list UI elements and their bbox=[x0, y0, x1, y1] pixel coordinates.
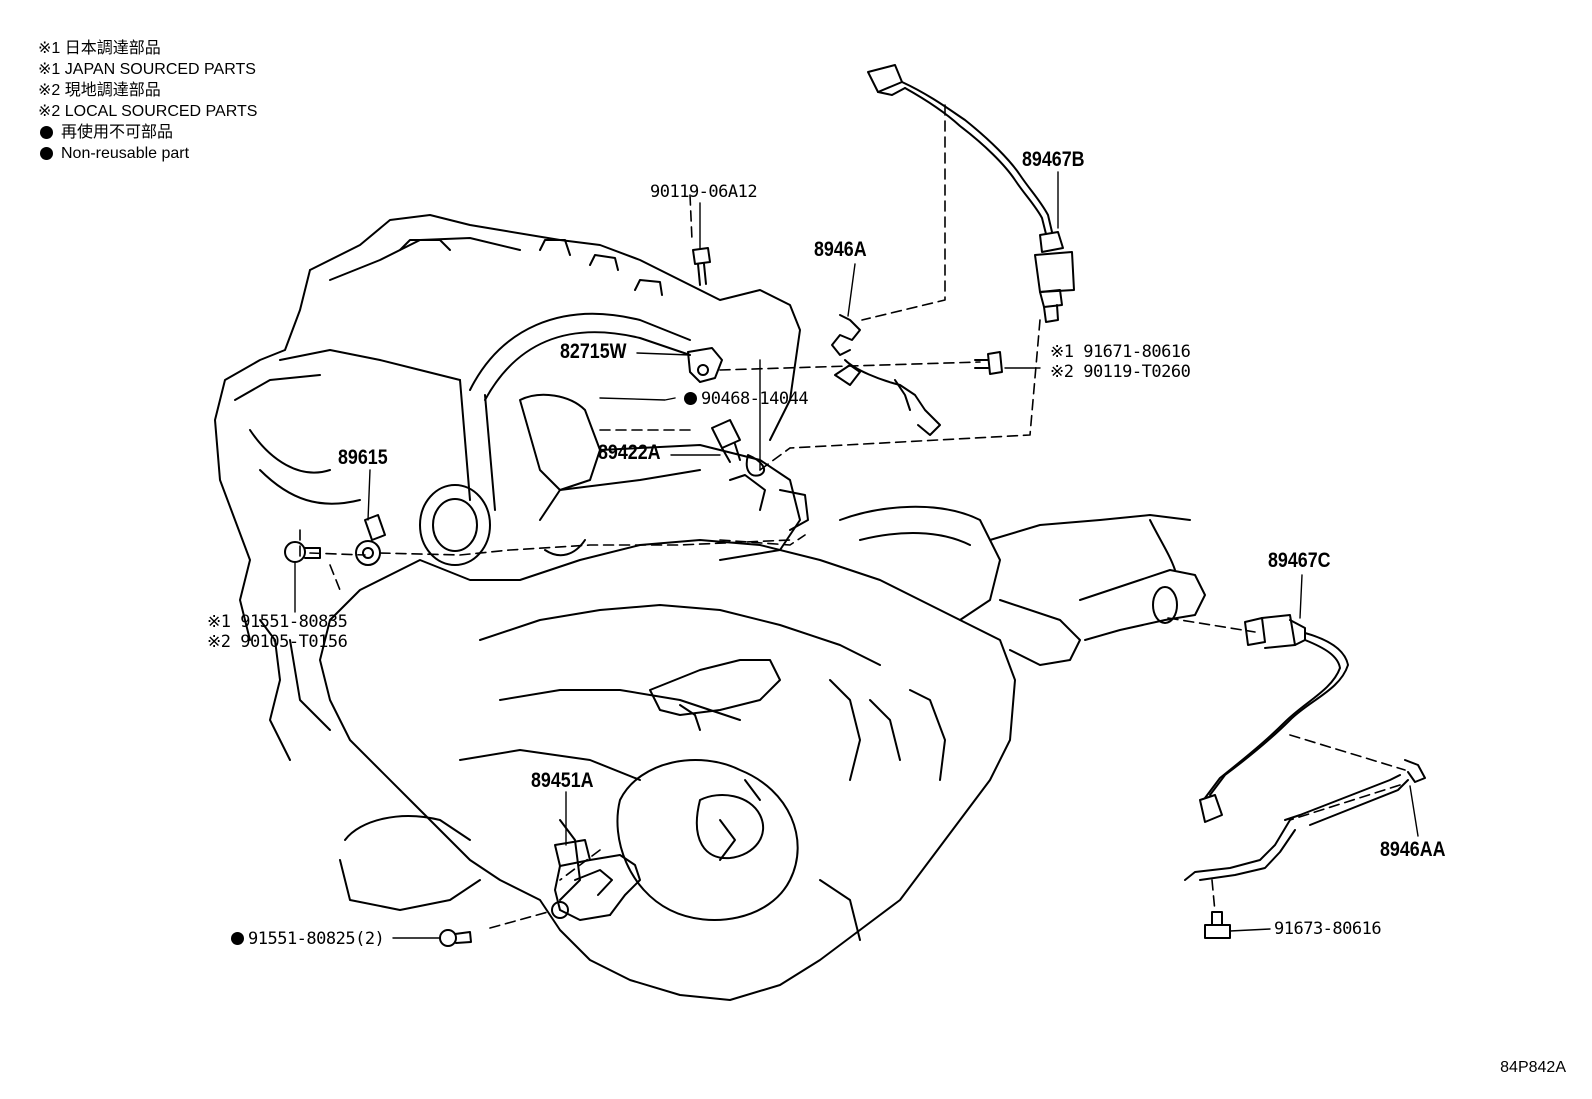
bolt-91551-80825-drawing bbox=[439, 929, 472, 947]
legend-text: JAPAN SOURCED PARTS bbox=[64, 61, 256, 78]
part-label-90468-14044[interactable]: 90468-14044 bbox=[684, 389, 809, 409]
part-label-89615[interactable]: 89615 bbox=[338, 446, 388, 469]
switch-89451A-drawing bbox=[551, 839, 641, 921]
part-label-90119-T0260[interactable]: ※2 90119-T0260 bbox=[1050, 362, 1191, 382]
legend-item: ※2 LOCAL SOURCED PARTS bbox=[38, 101, 257, 122]
part-label-90119-06A12[interactable]: 90119-06A12 bbox=[650, 182, 758, 202]
part-label-8946AA[interactable]: 8946AA bbox=[1380, 838, 1446, 861]
part-label-8946A[interactable]: 8946A bbox=[814, 238, 867, 261]
part-label-89451A[interactable]: 89451A bbox=[531, 769, 594, 792]
legend-item: ※2 現地調達部品 bbox=[38, 80, 257, 101]
bolt-91551-80835-drawing bbox=[284, 541, 321, 563]
leader-lines bbox=[294, 171, 1419, 939]
legend-text: 再使用不可部品 bbox=[61, 124, 174, 141]
diagram-code: 84P842A bbox=[1500, 1059, 1566, 1076]
legend-mark: ※2 bbox=[38, 103, 61, 120]
sensor-89467B-drawing bbox=[867, 64, 1075, 323]
bolt-91673-80616-drawing bbox=[1204, 911, 1231, 939]
non-reusable-dot-icon bbox=[40, 147, 53, 160]
part-label-89467B[interactable]: 89467B bbox=[1022, 148, 1085, 171]
legend-text: Non-reusable part bbox=[61, 145, 190, 162]
legend-text: LOCAL SOURCED PARTS bbox=[64, 103, 258, 120]
clamp-82715W-drawing bbox=[687, 347, 723, 383]
legend-item: 再使用不可部品 bbox=[38, 122, 257, 143]
sensor-89615-drawing bbox=[355, 514, 386, 566]
legend-mark: ※1 bbox=[38, 40, 61, 57]
part-label-82715W[interactable]: 82715W bbox=[560, 340, 627, 363]
part-label-91673-80616[interactable]: 91673-80616 bbox=[1274, 919, 1382, 939]
part-label-91551-80835[interactable]: ※1 91551-80835 bbox=[207, 612, 348, 632]
non-reusable-dot-icon bbox=[40, 126, 53, 139]
part-label-89422A[interactable]: 89422A bbox=[598, 441, 661, 464]
legend-text: 日本調達部品 bbox=[64, 40, 161, 57]
legend-item: ※1 JAPAN SOURCED PARTS bbox=[38, 59, 257, 80]
sensor-89422A-drawing bbox=[711, 419, 766, 477]
engine-assembly-outline bbox=[214, 214, 1206, 1001]
legend-mark: ※2 bbox=[38, 82, 61, 99]
part-label-91551-80825[interactable]: 91551-80825(2) bbox=[231, 929, 385, 949]
legend-mark: ※1 bbox=[38, 61, 61, 78]
legend-item: Non-reusable part bbox=[38, 143, 257, 164]
bracket-8946AA-drawing bbox=[1184, 759, 1426, 881]
legend-text: 現地調達部品 bbox=[64, 82, 161, 99]
bolt-91671-drawing bbox=[974, 351, 1003, 375]
sensor-89467C-drawing bbox=[1199, 614, 1349, 823]
part-label-89467C[interactable]: 89467C bbox=[1268, 549, 1331, 572]
bracket-8946A-drawing bbox=[831, 314, 941, 436]
legend: ※1 日本調達部品 ※1 JAPAN SOURCED PARTS ※2 現地調達… bbox=[38, 38, 257, 164]
legend-item: ※1 日本調達部品 bbox=[38, 38, 257, 59]
part-label-91671-80616[interactable]: ※1 91671-80616 bbox=[1050, 342, 1191, 362]
bolt-90119-06A12-drawing bbox=[692, 247, 711, 286]
part-label-90105-T0156[interactable]: ※2 90105-T0156 bbox=[207, 632, 348, 652]
